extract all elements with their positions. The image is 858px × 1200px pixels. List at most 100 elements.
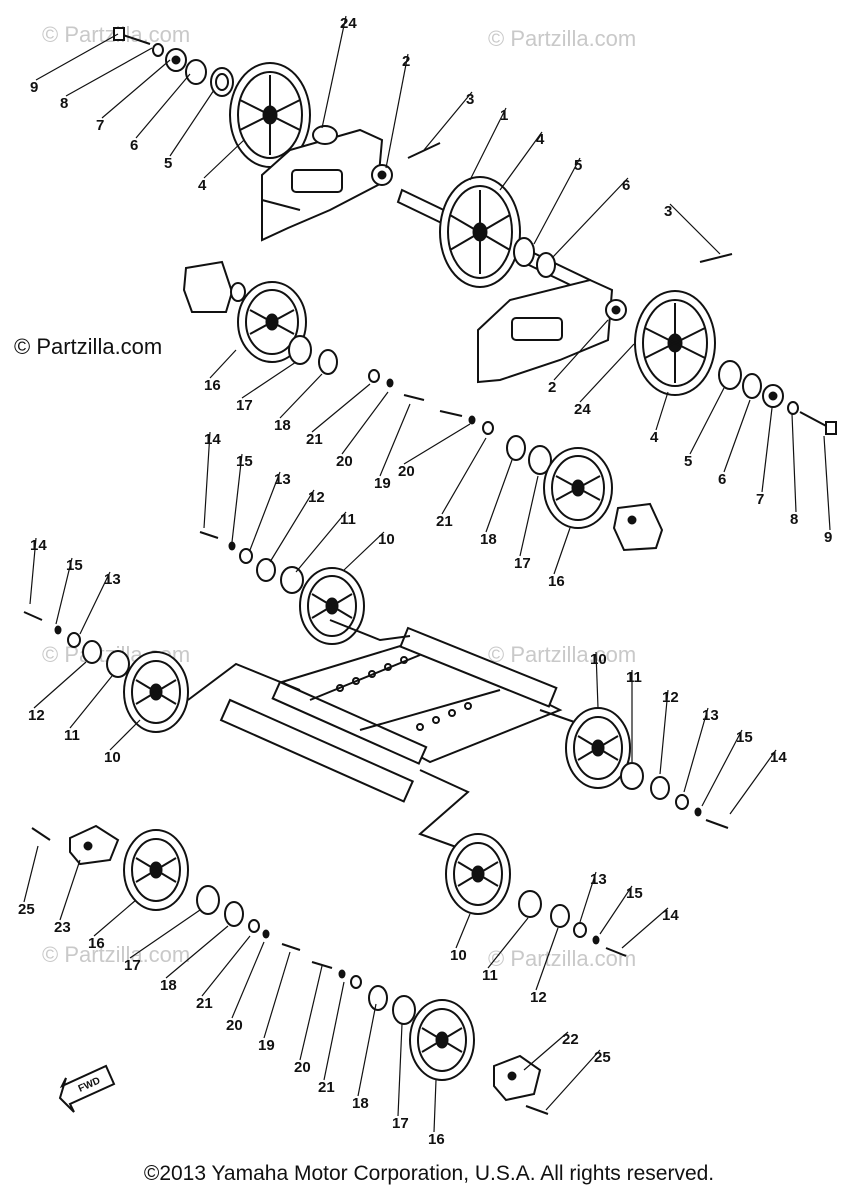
callout-number: 22	[562, 1031, 579, 1048]
callout-number: 11	[626, 669, 642, 686]
callout-number: 5	[684, 453, 692, 470]
ring-6-right	[742, 373, 762, 399]
pin-3-top	[407, 142, 441, 159]
callout-number: 18	[480, 531, 497, 548]
pin-3-right	[699, 253, 733, 263]
bolt-14-lower	[605, 947, 627, 957]
callout-number: 19	[258, 1037, 275, 1054]
idler-wheel-4-right	[634, 290, 716, 396]
wheel-10-upper	[299, 567, 365, 645]
leader-line	[321, 15, 347, 129]
callout-number: 20	[398, 463, 415, 480]
leader-line	[203, 431, 211, 529]
part-callouts: 9876542423145631617182120192244567891415…	[18, 15, 832, 1148]
bearing-17-upper-left	[288, 335, 312, 365]
leader-line	[659, 689, 669, 775]
leader-line	[423, 91, 473, 151]
bearing-5-center	[513, 237, 535, 267]
leader-line	[249, 471, 281, 551]
washer-20-lower-right	[338, 969, 346, 979]
callout-number: 5	[164, 155, 172, 172]
leader-line	[487, 917, 529, 969]
leader-line	[553, 319, 609, 381]
wheel-10-lower	[445, 833, 511, 915]
callout-number: 24	[574, 401, 591, 418]
leader-line	[535, 927, 559, 991]
wheel-10-right	[565, 707, 631, 789]
leader-line	[341, 391, 389, 455]
leader-line	[343, 531, 385, 571]
leader-line	[761, 407, 773, 493]
ring-12-lower	[550, 904, 570, 928]
leader-line	[295, 511, 347, 573]
leader-line	[469, 107, 507, 181]
bolt-14-right	[705, 819, 729, 829]
leader-line	[485, 459, 513, 533]
leader-line	[109, 719, 141, 751]
callout-number: 15	[736, 729, 753, 746]
bracket-left-upper	[182, 260, 246, 313]
leader-line	[69, 675, 113, 729]
callout-number: 13	[702, 707, 719, 724]
callout-number: 9	[30, 79, 38, 96]
callout-number: 3	[664, 203, 672, 220]
bolt-9-top	[113, 27, 151, 45]
leader-line	[595, 651, 599, 709]
callout-number: 25	[18, 901, 35, 918]
collar-7-top	[165, 48, 187, 72]
bolts-19-upper	[403, 394, 463, 417]
wheel-16-lower-left	[123, 829, 189, 911]
callout-number: 21	[306, 431, 323, 448]
leader-line	[385, 53, 409, 169]
leader-line	[201, 935, 251, 997]
leader-line	[823, 435, 831, 531]
collar-13-left	[67, 632, 81, 648]
washer-15-right	[694, 807, 702, 817]
watermark-bottom-right: © Partzilla.com	[488, 946, 636, 971]
watermark-top-right: © Partzilla.com	[488, 26, 636, 51]
leader-line	[129, 909, 201, 959]
bearing-17-lower-left	[196, 885, 220, 915]
washer-20-upper-left	[386, 378, 394, 388]
leader-line	[263, 951, 291, 1039]
washer-20-lower-left	[262, 929, 270, 939]
bearing-11-right	[620, 762, 644, 790]
callout-number: 11	[64, 727, 80, 744]
leader-line	[433, 1079, 437, 1133]
ring-12-upper	[256, 558, 276, 582]
callout-number: 7	[96, 117, 104, 134]
callout-number: 19	[374, 475, 391, 492]
swing-arm-bracket-top	[261, 125, 384, 242]
callout-number: 2	[402, 53, 410, 70]
washer-21-upper-right	[482, 421, 494, 435]
callout-number: 10	[104, 749, 121, 766]
leader-line	[23, 845, 39, 903]
leader-line	[683, 707, 709, 793]
callout-number: 18	[352, 1095, 369, 1112]
callout-number: 10	[378, 531, 395, 548]
callout-number: 12	[662, 689, 679, 706]
leader-line	[241, 361, 297, 399]
leader-line	[101, 59, 171, 119]
bearing-5-right	[718, 360, 742, 390]
callout-number: 16	[428, 1131, 445, 1148]
callout-number: 17	[124, 957, 141, 974]
leader-line	[33, 661, 87, 709]
leader-line	[553, 527, 571, 575]
bolt-25-left	[31, 827, 51, 841]
callout-number: 18	[274, 417, 291, 434]
callout-number: 6	[130, 137, 138, 154]
callout-number: 18	[160, 977, 177, 994]
leader-line	[403, 423, 471, 465]
leader-line	[579, 871, 597, 923]
leader-line	[655, 391, 669, 431]
leader-line	[79, 571, 111, 635]
callout-number: 6	[718, 471, 726, 488]
callout-number: 4	[198, 177, 207, 194]
leader-line	[441, 437, 487, 515]
wheel-16-lower-right	[409, 999, 475, 1081]
callout-number: 13	[274, 471, 291, 488]
callout-number: 13	[590, 871, 607, 888]
leader-line	[545, 1049, 601, 1111]
